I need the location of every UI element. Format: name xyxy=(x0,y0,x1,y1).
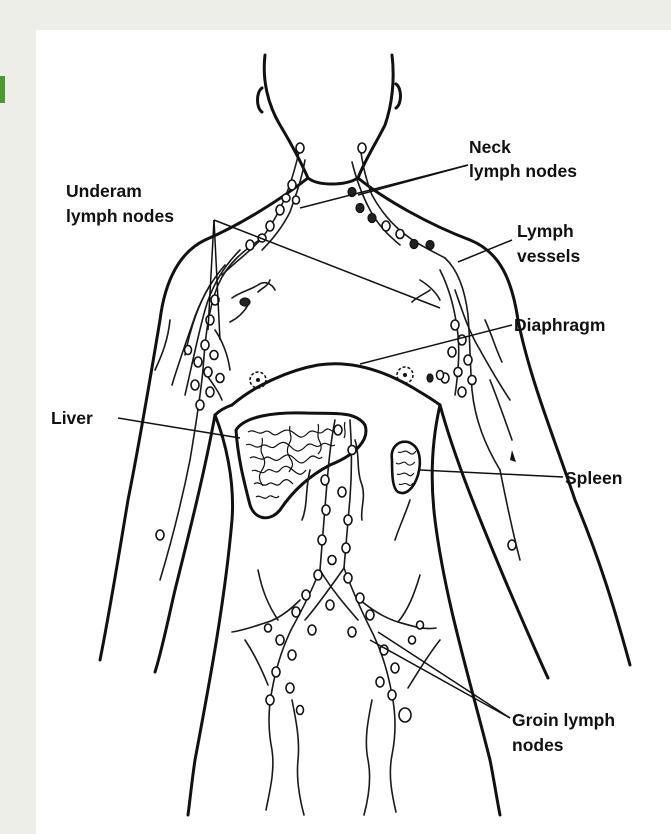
label-neck-line2: lymph nodes xyxy=(469,161,577,181)
label-liver: Liver xyxy=(51,408,93,428)
label-vessels-line2: vessels xyxy=(517,246,581,266)
spleen-organ xyxy=(392,442,420,493)
label-groin-line1: Groin lymph xyxy=(512,710,615,730)
label-underarm-line1: Underam xyxy=(66,181,142,201)
liver-organ xyxy=(236,413,366,518)
label-underarm-line2: lymph nodes xyxy=(66,206,174,226)
label-diaphragm: Diaphragm xyxy=(514,315,605,335)
label-spleen: Spleen xyxy=(565,468,622,488)
label-groin-line2: nodes xyxy=(512,735,564,755)
label-neck-line1: Neck xyxy=(469,137,511,157)
label-vessels-line1: Lymph xyxy=(517,221,574,241)
